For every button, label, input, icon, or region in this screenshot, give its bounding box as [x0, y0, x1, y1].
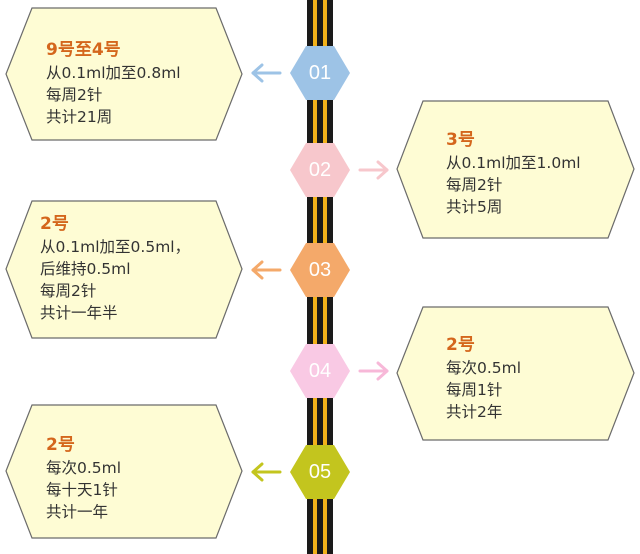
step-number-02: 02 [308, 159, 332, 181]
step-hexagon-01 [290, 46, 350, 100]
step-number-05: 05 [308, 461, 332, 483]
step-number-03: 03 [308, 259, 332, 281]
cards-layer [5, 7, 635, 539]
arrow-icon-05 [251, 462, 282, 482]
step-line: 每周2针 [446, 176, 503, 194]
step-card-shape-05 [5, 404, 243, 539]
step-line: 每周2针 [46, 86, 103, 104]
step-card-03: 2号 从0.1ml加至0.5ml， 后维持0.5ml 每周2针 共计一年半 [40, 212, 190, 324]
step-card-shape-01 [5, 7, 243, 141]
step-card-04: 2号 每次0.5ml 每周1针 共计2年 [446, 333, 521, 423]
step-line: 后维持0.5ml [40, 260, 131, 278]
arrow-head [251, 260, 264, 280]
hex-layer [290, 46, 350, 499]
arrow-icon-04 [358, 361, 389, 381]
step-hexagon-02 [290, 143, 350, 197]
step-hexagon-05 [290, 445, 350, 499]
step-number-04: 04 [308, 360, 332, 382]
arrow-head [251, 63, 264, 83]
step-line: 共计5周 [446, 198, 503, 216]
step-title: 9号至4号 [46, 40, 121, 60]
step-card-shape-02 [396, 100, 635, 239]
step-line: 每十天1针 [46, 481, 118, 499]
step-number-01: 01 [308, 62, 332, 84]
step-title: 2号 [46, 435, 75, 455]
step-line: 共计2年 [446, 403, 503, 421]
step-card-02: 3号 从0.1ml加至1.0ml 每周2针 共计5周 [446, 128, 581, 218]
step-hexagon-03 [290, 243, 350, 297]
arrow-head [376, 160, 389, 180]
step-line: 每周2针 [40, 282, 97, 300]
step-title: 2号 [446, 335, 475, 355]
arrow-head [251, 462, 264, 482]
step-line: 从0.1ml加至0.8ml [46, 64, 181, 82]
step-line: 共计一年 [46, 503, 109, 521]
step-card-shape-04 [396, 306, 635, 441]
arrows-layer [251, 63, 389, 482]
arrow-head [376, 361, 389, 381]
arrow-icon-02 [358, 160, 389, 180]
step-line: 每次0.5ml [46, 459, 122, 477]
step-title: 3号 [446, 130, 475, 150]
step-line: 从0.1ml加至0.5ml， [40, 238, 191, 256]
arrow-icon-01 [251, 63, 282, 83]
step-line: 每周1针 [446, 381, 503, 399]
step-card-01: 9号至4号 从0.1ml加至0.8ml 每周2针 共计21周 [46, 38, 181, 128]
step-line: 共计一年半 [40, 304, 118, 322]
step-title: 2号 [40, 214, 69, 234]
step-line: 每次0.5ml [446, 359, 522, 377]
step-line: 从0.1ml加至1.0ml [446, 154, 581, 172]
step-line: 共计21周 [46, 108, 113, 126]
step-card-shape-03 [5, 200, 243, 339]
step-hexagon-04 [290, 344, 350, 398]
step-card-05: 2号 每次0.5ml 每十天1针 共计一年 [46, 433, 121, 523]
arrow-icon-03 [251, 260, 282, 280]
